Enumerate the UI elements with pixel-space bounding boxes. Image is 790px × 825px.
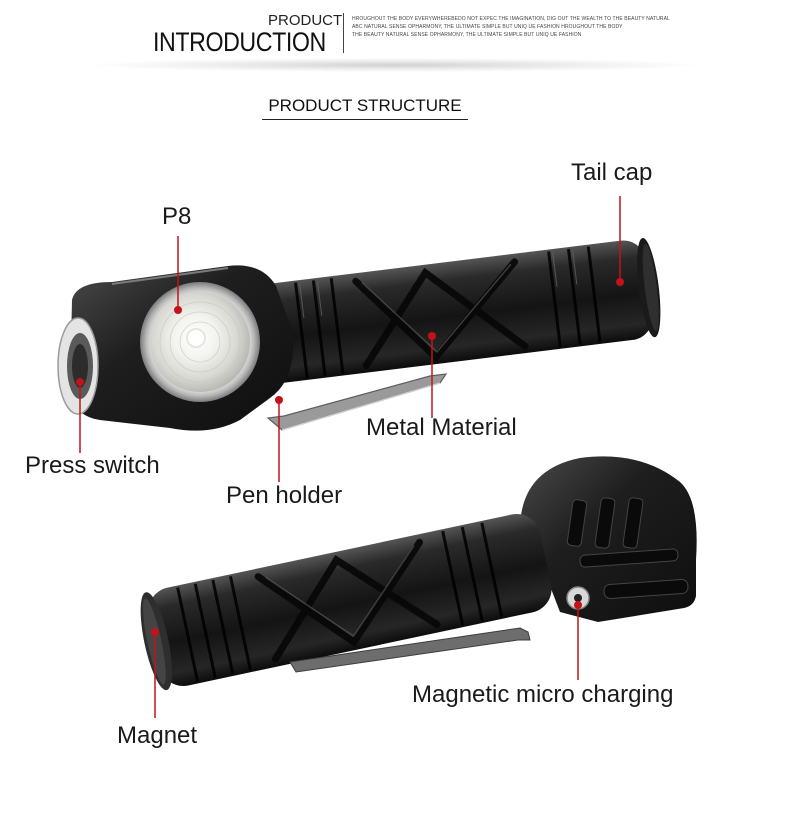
- header-fine-print-3: THE BEAUTY NATURAL SENSE OPHARMONY, THE …: [352, 32, 582, 38]
- header-fine-print-2: ABC NATURAL SENSE OPHARMONY, THE ULTIMAT…: [352, 24, 623, 30]
- label-magnet: Magnet: [117, 722, 198, 749]
- header-fine-print-1: HROUGHOUT THE BODY EVERYWHEREBEDO NOT EX…: [352, 16, 670, 22]
- header-divider: [343, 13, 344, 53]
- label-tail-cap: Tail cap: [571, 159, 653, 186]
- label-metal-material: Metal Material: [366, 414, 517, 441]
- flashlight-bottom: [140, 456, 697, 691]
- callout-lines: [76, 196, 624, 718]
- header-shadow: [90, 58, 700, 72]
- flashlight-top: [57, 237, 661, 431]
- label-p8: P8: [162, 203, 192, 230]
- label-press-switch: Press switch: [25, 452, 160, 479]
- page-header: PRODUCT INTRODUCTION HROUGHOUT THE BODY …: [0, 0, 790, 80]
- label-magnetic-micro-charging: Magnetic micro charging: [412, 681, 674, 708]
- header-title-small: PRODUCT: [268, 12, 343, 29]
- header-title-large: INTRODUCTION: [153, 27, 326, 57]
- section-title: PRODUCT STRUCTURE: [262, 96, 468, 120]
- label-pen-holder: Pen holder: [226, 482, 343, 509]
